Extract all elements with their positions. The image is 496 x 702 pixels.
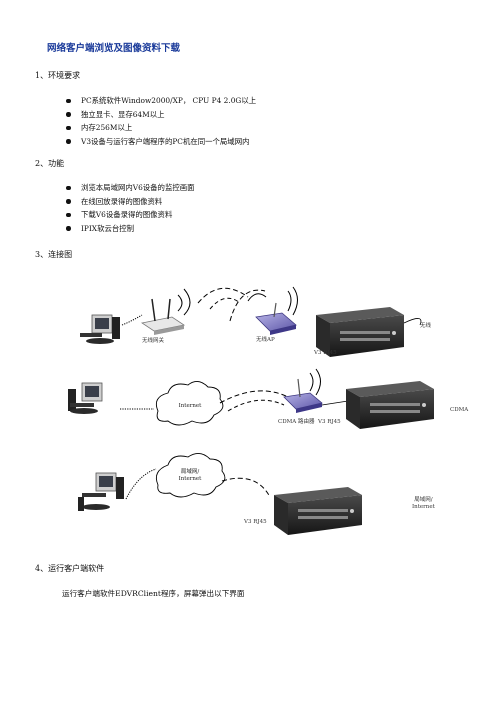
list-item: V3设备与运行客户端程序的PC机在同一个局域网内 — [66, 135, 256, 149]
lan-internet-mode-label: 局域网/ Internet — [412, 497, 435, 510]
list-item: PC系统软件Window2000/XP， CPU P4 2.0G以上 — [66, 94, 256, 108]
wireless-ap-icon — [255, 302, 297, 335]
lan-internet-cloud-icon — [155, 453, 226, 498]
dvr-device-icon — [346, 381, 434, 429]
functions-list: 浏览本局域网内V6设备的监控画面 在线回放录得的图像资料 下载V6设备录得的图像… — [66, 181, 195, 235]
list-item: 下载V6设备录得的图像资料 — [66, 208, 195, 222]
dvr-port-label: V3 RJ45 — [314, 350, 337, 356]
wireless-gateway-label: 无线网关 — [142, 338, 165, 344]
pc-icon — [68, 382, 103, 414]
lan-internet-cloud-label: 局域网/ Internet — [178, 469, 202, 482]
requirements-list: PC系统软件Window2000/XP， CPU P4 2.0G以上 独立显卡、… — [66, 94, 256, 148]
list-item: IPIX软云台控制 — [66, 222, 195, 236]
bullet-icon — [66, 98, 71, 103]
dvr-device-icon — [274, 487, 362, 535]
cdma-mode-label: CDMA — [450, 407, 469, 413]
wireless-ap-label: 无线AP — [256, 337, 275, 343]
dvr-port-label: V3 RJ45 — [318, 419, 341, 425]
list-item: 浏览本局域网内V6设备的监控画面 — [66, 181, 195, 195]
section-heading-2: 2、功能 — [35, 159, 65, 168]
bullet-icon — [66, 199, 71, 204]
diagram-graphic — [68, 286, 434, 535]
section-heading-1: 1、环境要求 — [35, 71, 81, 80]
dvr-device-icon — [316, 307, 404, 357]
internet-cloud-label: Internet — [178, 403, 202, 409]
list-item: 独立显卡、显存64M以上 — [66, 108, 256, 122]
pc-icon — [80, 314, 120, 344]
cdma-router-icon — [283, 378, 323, 413]
wireless-gateway-icon — [140, 298, 186, 335]
bullet-icon — [66, 185, 71, 190]
instruction-paragraph: 运行客户端软件EDVRClient程序，屏幕弹出以下界面 — [62, 589, 245, 598]
bullet-icon — [66, 226, 71, 231]
connection-diagram: 无线网关 无线AP V3 RJ45 无线 Internet CDMA 路由器 V… — [60, 285, 480, 535]
list-item: 在线回放录得的图像资料 — [66, 195, 195, 209]
bullet-icon — [66, 212, 71, 218]
page-title: 网络客户端浏览及图像资料下载 — [47, 43, 181, 54]
wireless-mode-label: 无线 — [420, 323, 432, 329]
bullet-icon — [66, 139, 71, 144]
list-item: 内存256M以上 — [66, 121, 256, 135]
section-heading-4: 4、运行客户端软件 — [35, 564, 105, 573]
internet-cloud-icon — [155, 381, 224, 426]
pc-icon — [78, 472, 124, 511]
section-heading-3: 3、连接图 — [35, 250, 73, 259]
bullet-icon — [66, 112, 71, 117]
bullet-icon — [66, 125, 71, 131]
dvr-port-label: V3 RJ45 — [244, 519, 267, 525]
cdma-router-label: CDMA 路由器 — [278, 419, 315, 425]
